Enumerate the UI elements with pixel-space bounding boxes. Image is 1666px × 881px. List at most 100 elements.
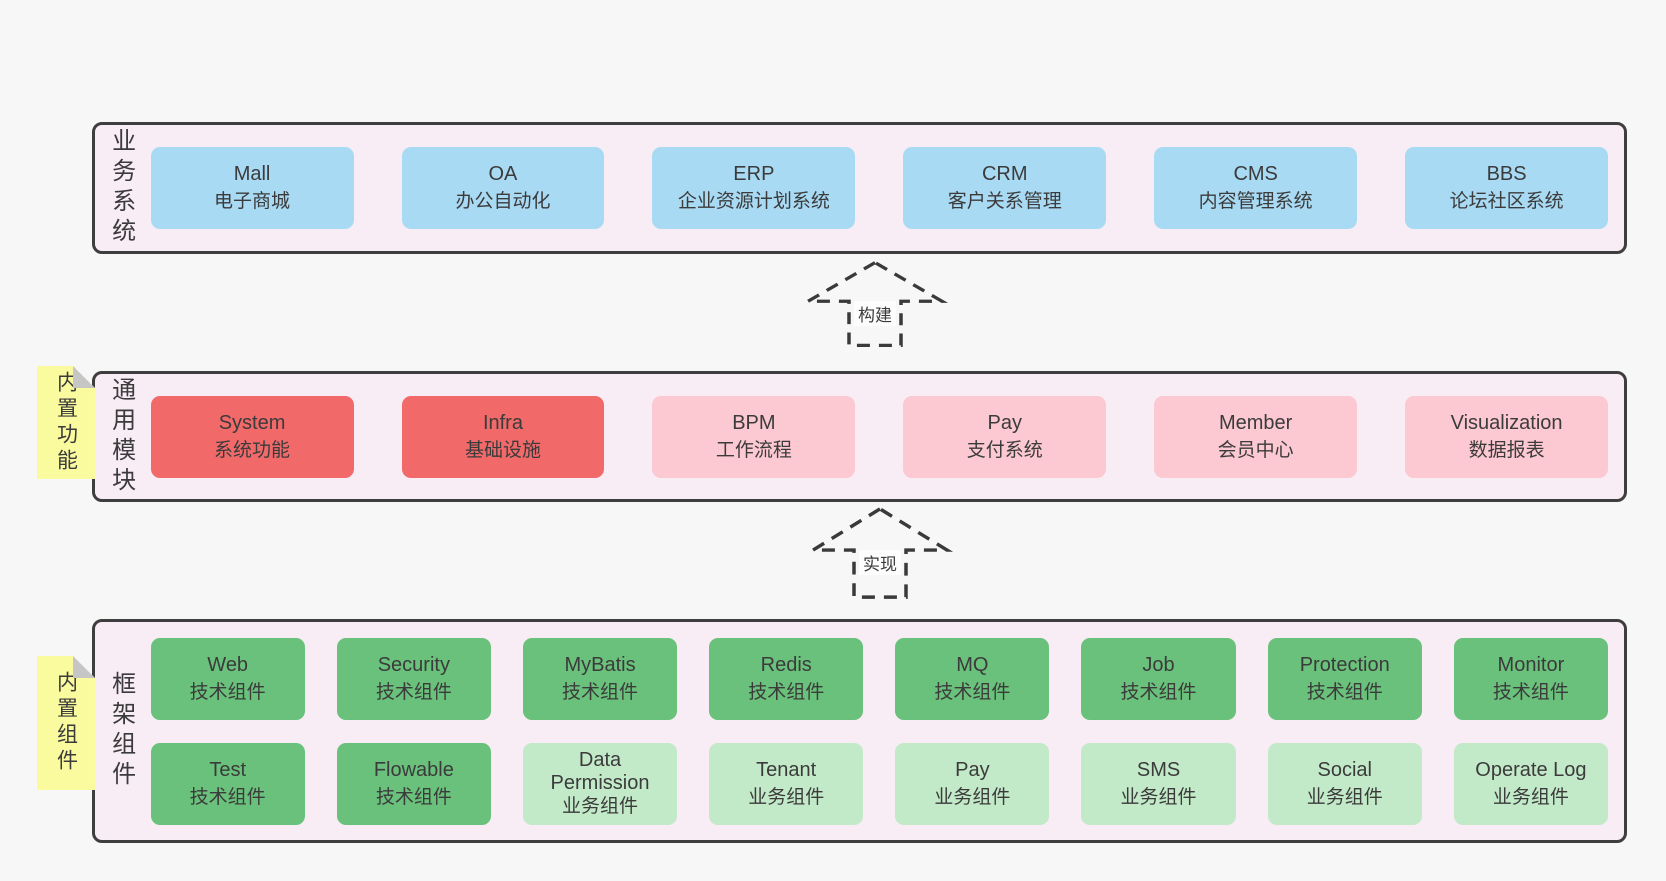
box-subtitle: 技术组件 (748, 681, 825, 703)
box-monitor: Monitor 技术组件 (1453, 637, 1608, 720)
arrow-implement: 实现 (805, 504, 955, 602)
box-sms: SMS 业务组件 (1081, 742, 1236, 825)
box-mq: MQ 技术组件 (895, 637, 1050, 720)
box-job: Job 技术组件 (1081, 637, 1236, 720)
box-redis: Redis 技术组件 (709, 637, 864, 720)
box-title: Mall (233, 163, 271, 185)
box-title: Social (1317, 758, 1372, 781)
box-title: CMS (1233, 163, 1278, 185)
box-member: Member 会员中心 (1154, 395, 1358, 478)
box-security: Security 技术组件 (336, 637, 491, 720)
box-oa: OA 办公自动化 (401, 147, 605, 229)
box-subtitle: 业务组件 (1120, 786, 1197, 808)
box-title: Redis (760, 653, 812, 676)
arrow-build: 构建 (800, 258, 950, 350)
box-subtitle: 论坛社区系统 (1449, 191, 1564, 212)
sticky-note-built-in-features: 内置功能 (37, 366, 95, 479)
box-test: Test 技术组件 (150, 742, 305, 825)
box-subtitle: 基础设施 (464, 439, 541, 461)
sticky-label: 内置组件 (54, 671, 78, 775)
component-boxes-grid: Web 技术组件 Security 技术组件 MyBatis 技术组件 Redi… (150, 637, 1608, 825)
box-bbs: BBS 论坛社区系统 (1405, 147, 1609, 229)
box-subtitle: 技术组件 (1306, 681, 1383, 703)
box-subtitle: 业务组件 (934, 786, 1011, 808)
box-cms: CMS 内容管理系统 (1154, 147, 1358, 229)
module-boxes-row: System 系统功能 Infra 基础设施 BPM 工作流程 Pay 支付系统… (150, 395, 1609, 478)
box-subtitle: 内容管理系统 (1198, 191, 1313, 212)
arrow-label: 实现 (859, 550, 901, 576)
band-common-modules: 通用模块 System 系统功能 Infra 基础设施 BPM 工作流程 Pay… (92, 371, 1627, 502)
box-protection: Protection 技术组件 (1267, 637, 1422, 720)
box-social: Social 业务组件 (1267, 742, 1422, 825)
band-label-business-systems: 业务系统 (107, 128, 135, 248)
band-framework-components: 框架组件 Web 技术组件 Security 技术组件 MyBatis 技术组件… (92, 619, 1627, 843)
box-subtitle: 技术组件 (934, 681, 1011, 703)
box-title: System (218, 411, 286, 434)
box-title: Pay (987, 411, 1022, 434)
band-label-framework-components: 框架组件 (107, 671, 135, 791)
box-title: Job (1142, 653, 1175, 676)
box-subtitle: 技术组件 (375, 681, 452, 703)
box-title: Protection (1299, 653, 1390, 676)
box-mall: Mall 电子商城 (150, 147, 354, 229)
box-data-permission: Data Permission 业务组件 (522, 742, 678, 825)
box-operate-log: Operate Log 业务组件 (1453, 742, 1608, 825)
box-title: Infra (482, 411, 523, 434)
box-title: BBS (1486, 163, 1527, 185)
box-subtitle: 业务组件 (1306, 786, 1383, 808)
box-title: MyBatis (564, 653, 636, 676)
box-title: Operate Log (1475, 758, 1587, 781)
box-title: Web (207, 653, 249, 676)
box-subtitle: 会员中心 (1217, 439, 1294, 461)
sticky-label: 内置功能 (54, 370, 78, 475)
box-pay-system: Pay 支付系统 (903, 395, 1107, 478)
box-subtitle: 技术组件 (189, 681, 266, 703)
box-subtitle: 业务组件 (748, 786, 825, 808)
box-mybatis: MyBatis 技术组件 (522, 637, 678, 720)
box-subtitle: 电子商城 (214, 191, 291, 212)
box-subtitle: 技术组件 (1120, 681, 1197, 703)
box-subtitle: 支付系统 (966, 439, 1043, 461)
box-title: Monitor (1497, 653, 1565, 676)
box-infra: Infra 基础设施 (401, 395, 605, 478)
arrow-label: 构建 (854, 301, 896, 327)
box-web: Web 技术组件 (150, 637, 305, 720)
box-title: BPM (732, 411, 776, 434)
box-title: ERP (733, 163, 775, 185)
band-label-common-modules: 通用模块 (107, 376, 135, 497)
box-title: Flowable (373, 758, 454, 781)
box-subtitle: 业务组件 (562, 796, 639, 817)
box-title: Data Permission (550, 749, 650, 794)
box-subtitle: 企业资源计划系统 (677, 191, 830, 212)
box-subtitle: 技术组件 (562, 681, 639, 703)
sticky-note-built-in-components: 内置组件 (37, 656, 95, 790)
box-subtitle: 客户关系管理 (947, 191, 1062, 212)
box-subtitle: 技术组件 (375, 786, 452, 808)
box-title: SMS (1136, 758, 1181, 781)
box-title: Test (209, 758, 247, 781)
box-subtitle: 业务组件 (1492, 786, 1569, 808)
box-title: MQ (956, 653, 989, 676)
box-erp: ERP 企业资源计划系统 (652, 147, 856, 229)
box-subtitle: 工作流程 (715, 439, 792, 461)
box-title: Pay (955, 758, 990, 781)
box-bpm: BPM 工作流程 (652, 395, 856, 478)
box-title: CRM (981, 163, 1028, 185)
box-title: Visualization (1450, 411, 1563, 434)
box-subtitle: 技术组件 (1492, 681, 1569, 703)
box-subtitle: 数据报表 (1468, 439, 1545, 461)
box-subtitle: 办公自动化 (455, 191, 551, 212)
box-crm: CRM 客户关系管理 (903, 147, 1107, 229)
box-system: System 系统功能 (150, 395, 354, 478)
box-title: Tenant (756, 758, 817, 781)
band-business-systems: 业务系统 Mall 电子商城 OA 办公自动化 ERP 企业资源计划系统 CRM… (92, 122, 1627, 254)
box-flowable: Flowable 技术组件 (336, 742, 491, 825)
box-title: OA (488, 163, 518, 185)
box-pay-component: Pay 业务组件 (895, 742, 1050, 825)
box-title: Member (1218, 411, 1293, 434)
box-title: Security (377, 653, 450, 676)
box-visualization: Visualization 数据报表 (1405, 395, 1609, 478)
business-boxes-row: Mall 电子商城 OA 办公自动化 ERP 企业资源计划系统 CRM 客户关系… (150, 147, 1609, 229)
box-subtitle: 系统功能 (214, 439, 291, 461)
box-subtitle: 技术组件 (189, 786, 266, 808)
